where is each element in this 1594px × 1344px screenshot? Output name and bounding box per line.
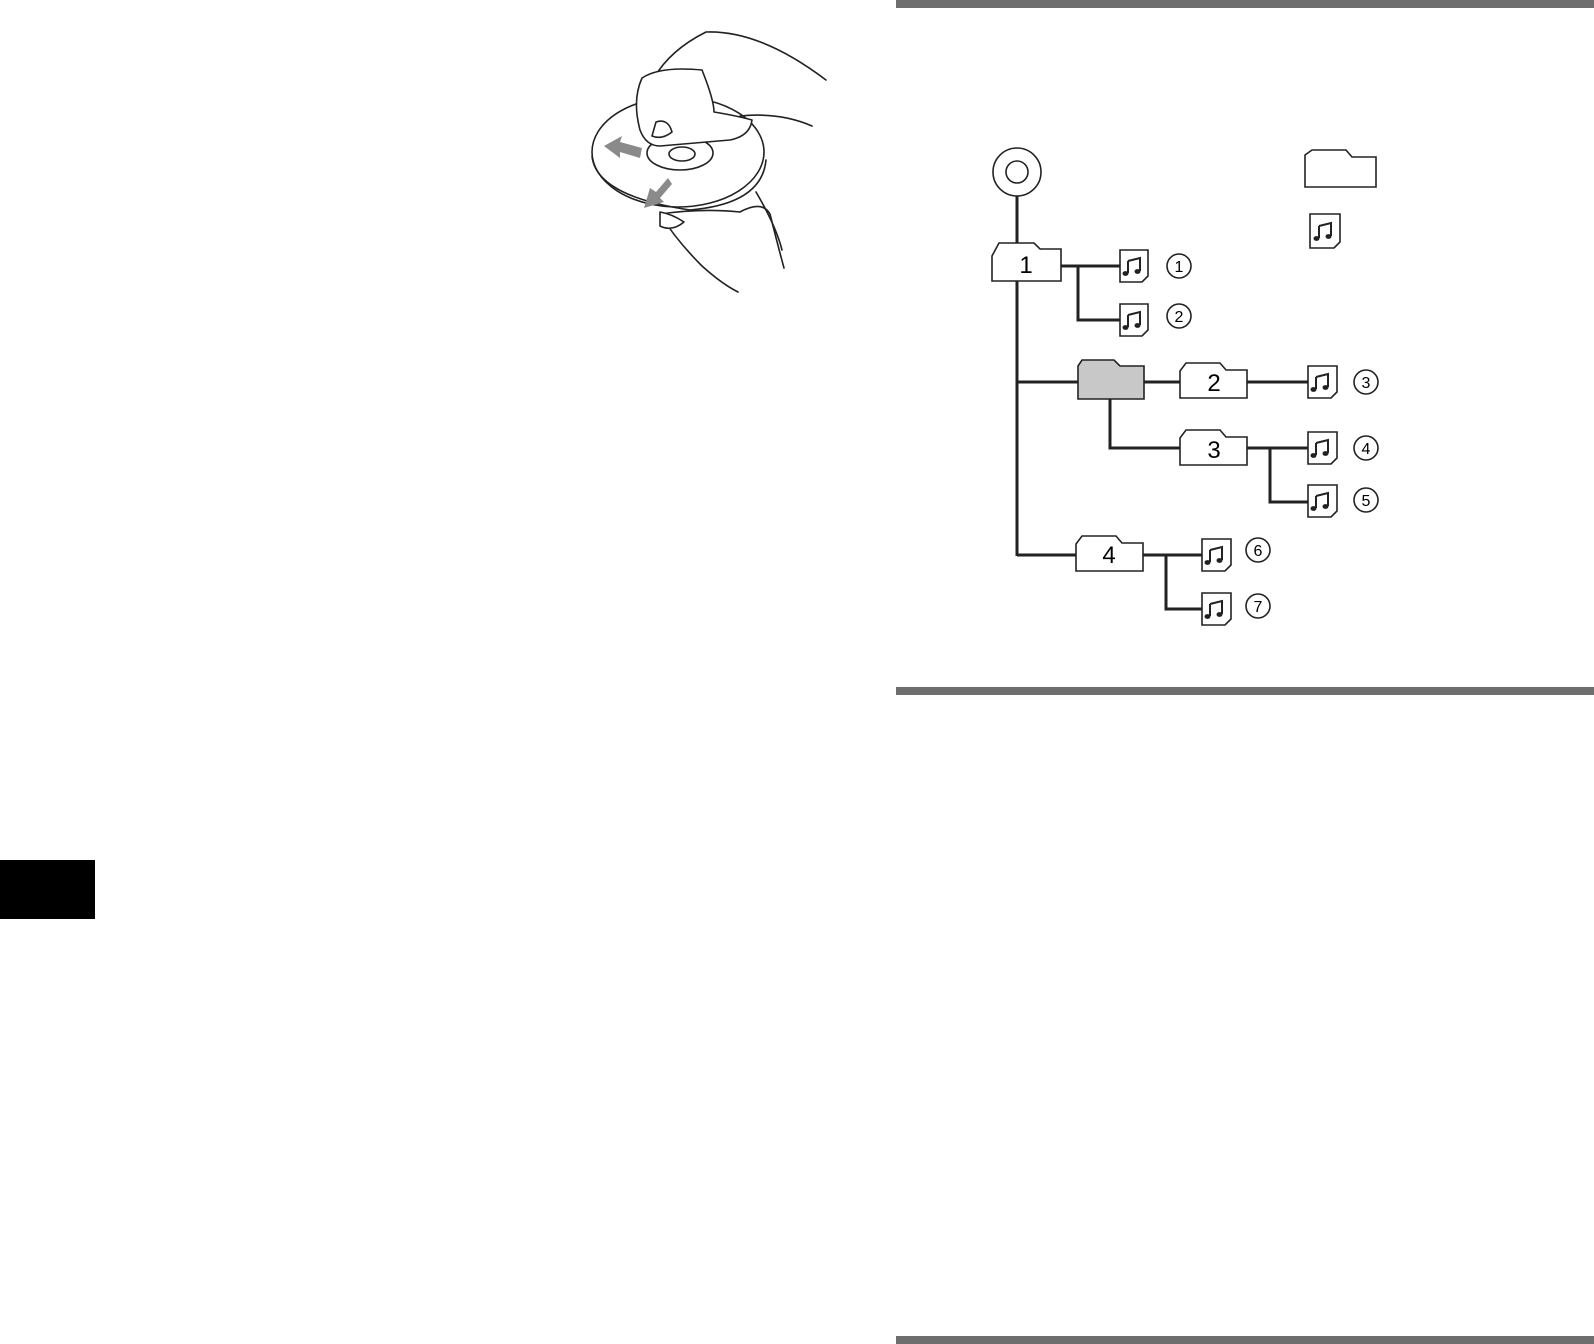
folder-3: 3 (1179, 429, 1248, 466)
folder-1: 1 (991, 242, 1062, 282)
file-5-number: 5 (1362, 493, 1371, 510)
upper-thumb (651, 120, 673, 139)
folder-4-label: 4 (1102, 542, 1115, 569)
file-6-badge (1245, 537, 1271, 563)
file-4-badge (1353, 435, 1379, 461)
file-3-number: 3 (1362, 375, 1371, 392)
file-1: 1 (1119, 249, 1192, 283)
file-2: 2 (1119, 303, 1192, 337)
file-4-number: 4 (1362, 441, 1371, 458)
disc-hole (668, 146, 696, 162)
section-rule-middle (896, 687, 1594, 695)
arrow-left-icon (604, 136, 642, 158)
music-file-icon (1309, 213, 1341, 249)
file-6-number: 6 (1254, 543, 1263, 560)
folder-1-label: 1 (1019, 252, 1032, 279)
file-7: 7 (1201, 592, 1271, 626)
file-5-badge (1353, 487, 1379, 513)
file-2-badge (1166, 303, 1192, 329)
wipe-arrows (604, 136, 672, 208)
file-3: 3 (1307, 365, 1379, 399)
file-1-badge (1166, 253, 1192, 279)
file-1-number: 1 (1175, 259, 1184, 276)
arrow-down-icon (644, 178, 672, 208)
folder-4: 4 (1075, 535, 1144, 572)
lower-thumb (659, 211, 685, 230)
upper-hand (653, 31, 827, 127)
side-tab (0, 860, 95, 919)
folder-2-label: 2 (1207, 370, 1220, 397)
tree-lines (1015, 196, 1308, 611)
file-3-badge (1353, 369, 1379, 395)
disc-edge (591, 155, 767, 211)
file-4: 4 (1307, 431, 1379, 465)
legend (1304, 149, 1377, 249)
lower-hand-finger (755, 191, 783, 251)
section-rule-top (896, 0, 1594, 8)
disc-icon (992, 147, 1042, 197)
folder-empty-highlighted (1077, 359, 1145, 400)
folder-structure-diagram: 1 2 3 4 1 2 3 4 (991, 147, 1379, 626)
file-6: 6 (1201, 537, 1271, 572)
cd-cleaning-illustration (591, 31, 827, 293)
file-7-badge (1245, 593, 1271, 619)
section-rule-bottom (896, 1336, 1594, 1344)
folder-2: 2 (1179, 362, 1248, 399)
file-5: 5 (1307, 484, 1379, 518)
folder-icon (1304, 149, 1377, 188)
folder-3-label: 3 (1207, 437, 1220, 464)
file-7-number: 7 (1254, 599, 1263, 616)
file-2-number: 2 (1175, 309, 1184, 326)
